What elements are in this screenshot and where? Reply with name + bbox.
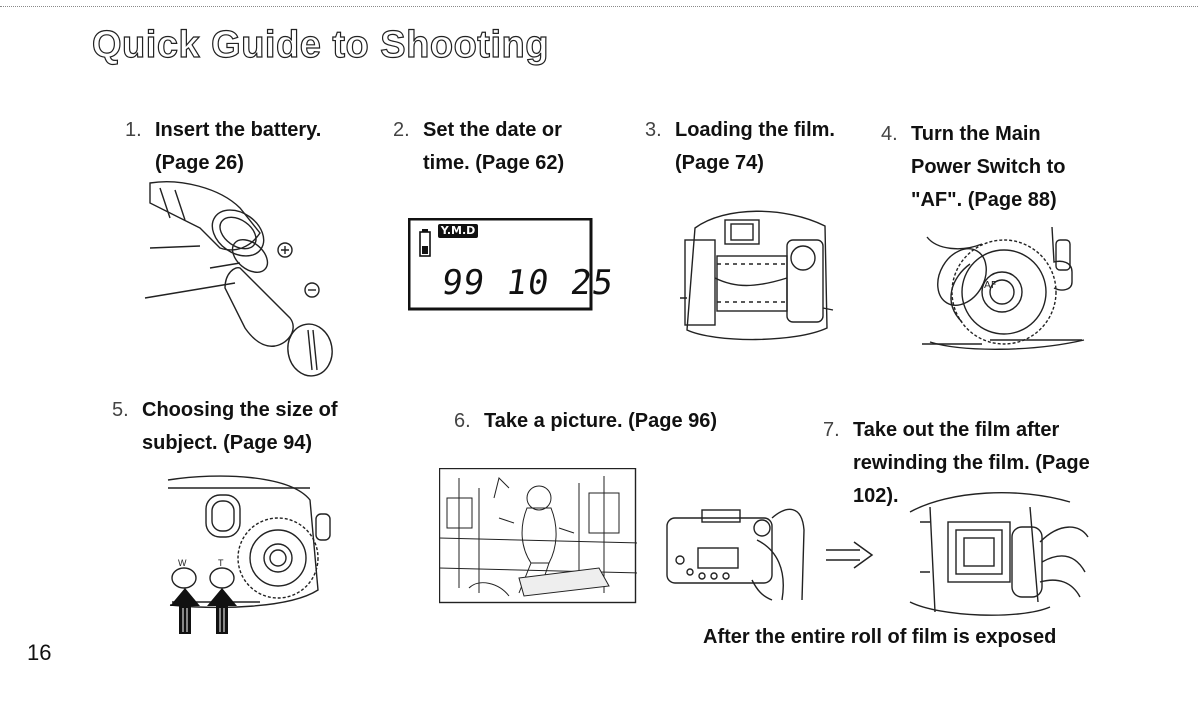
step-number: 5. [112, 394, 129, 427]
lcd-panel: Y.M.D 99 10 25 [408, 218, 594, 312]
zoom-buttons-illustration: W T [160, 470, 340, 635]
step-5: 5. Choosing the size of subject. (Page 9… [142, 394, 338, 460]
step-text: Take out the film after [853, 414, 1090, 447]
step-2: 2. Set the date or time. (Page 62) [423, 114, 564, 180]
step-number: 1. [125, 114, 142, 147]
step-1: 1. Insert the battery. (Page 26) [155, 114, 321, 180]
zoom-tele-label: T [218, 558, 224, 568]
film-loading-illustration [675, 198, 835, 348]
lcd-date-digits: 99 10 25 [439, 263, 616, 303]
step-4: 4. Turn the Main Power Switch to "AF". (… [911, 118, 1065, 217]
photo-scene [439, 468, 637, 604]
film-removal-illustration [900, 482, 1090, 622]
step-6: 6. Take a picture. (Page 96) [484, 405, 717, 438]
battery-illustration [140, 178, 360, 383]
zoom-wide-label: W [178, 558, 187, 568]
step-text: "AF". (Page 88) [911, 184, 1065, 217]
page-number: 16 [27, 640, 51, 666]
step-text: Set the date or [423, 114, 564, 147]
step-number: 2. [393, 114, 410, 147]
lcd-mode-label: Y.M.D [439, 224, 477, 238]
step-number: 4. [881, 118, 898, 151]
arrow-up-icon [207, 588, 237, 634]
film-exposed-caption: After the entire roll of film is exposed [703, 626, 1056, 649]
step-text: time. (Page 62) [423, 147, 564, 180]
top-rule [0, 6, 1198, 7]
arrow-up-icon [170, 588, 200, 634]
step-text: Loading the film. [675, 114, 835, 147]
step-text: Choosing the size of [142, 394, 338, 427]
power-dial-illustration: AF [922, 222, 1087, 358]
page-title: Quick Guide to Shooting [92, 24, 549, 67]
step-text: Insert the battery. [155, 114, 321, 147]
step-text: (Page 74) [675, 147, 835, 180]
camera-hands-illustration [662, 500, 812, 605]
af-dial-label: AF [984, 280, 997, 291]
step-text: Power Switch to [911, 151, 1065, 184]
step-text: Turn the Main [911, 118, 1065, 151]
arrow-right-icon [826, 540, 876, 570]
step-text: rewinding the film. (Page [853, 447, 1090, 480]
step-3: 3. Loading the film. (Page 74) [675, 114, 835, 180]
step-number: 6. [454, 405, 471, 438]
step-text: subject. (Page 94) [142, 427, 338, 460]
step-number: 7. [823, 414, 840, 447]
step-text: (Page 26) [155, 147, 321, 180]
step-number: 3. [645, 114, 662, 147]
step-text: Take a picture. (Page 96) [484, 405, 717, 438]
